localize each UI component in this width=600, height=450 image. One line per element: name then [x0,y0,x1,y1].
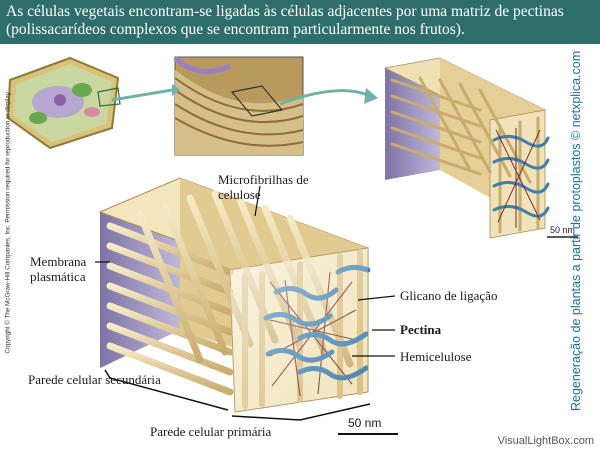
scale-bar-small-label: 50 nm [550,225,576,235]
label-primary-wall: Parede celular primária [150,424,272,439]
label-microfibrils: Microfibrilhas de celulose [218,172,309,202]
caption-bar: As células vegetais encontram-se ligadas… [0,0,600,44]
small-wall-block [383,57,578,239]
watermark: VisualLightBox.com [497,435,594,447]
side-credit: Regeneração de plantas a partir de proto… [569,50,583,411]
caption-text: As células vegetais encontram-se ligadas… [6,3,564,38]
label-linking-glycan: Glicano de ligação [400,288,498,303]
label-pectin: Pectina [400,322,442,337]
copyright-notice: Copyright © The McGraw-Hill Companies, I… [4,92,12,354]
plant-cell-thumbnail [6,56,121,150]
label-secondary-wall: Parede celular secundária [28,372,161,387]
label-hemicellulose: Hemicelulose [400,349,472,364]
zoom-detail [173,56,304,156]
large-wall-block [95,177,398,435]
scale-bar-large-label: 50 nm [348,416,382,430]
label-plasma-membrane: Membrana plasmática [30,254,87,284]
